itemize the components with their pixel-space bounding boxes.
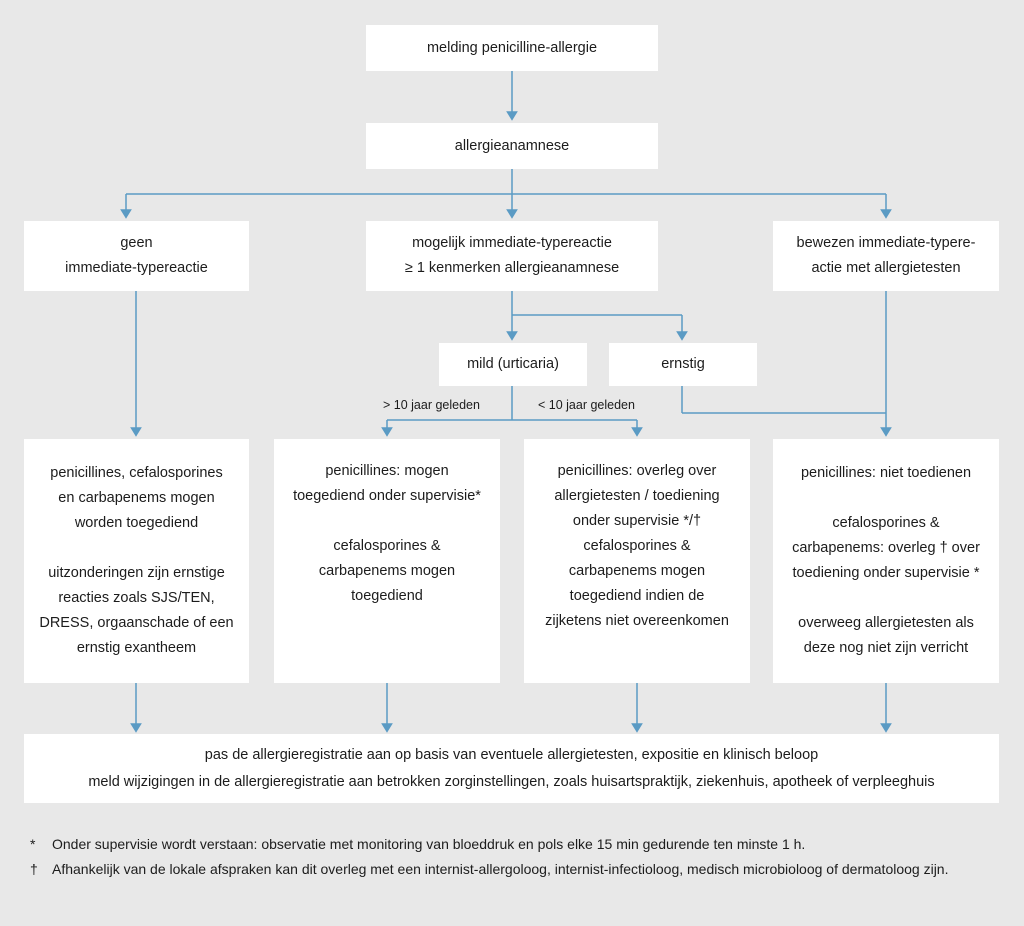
node-line: overweeg allergietesten als (798, 614, 974, 631)
node-line: immediate-typereactie (65, 260, 208, 276)
summary-line: pas de allergieregistratie aan op basis … (204, 746, 819, 763)
footnote-text: Onder supervisie wordt verstaan: observa… (52, 836, 806, 852)
footnote-text: Afhankelijk van de lokale afspraken kan … (52, 860, 949, 877)
node-line: worden toegediend (74, 515, 199, 532)
node-outcome-bewezen: penicillines: niet toedienen cefalospori… (773, 439, 999, 683)
node-line: deze nog niet zijn verricht (803, 639, 969, 656)
node-line: carbapenems mogen (568, 562, 706, 579)
edge-label-less-than-10-years: < 10 jaar geleden (538, 398, 635, 412)
node-line: ernstig exantheem (76, 639, 197, 656)
node-mild-urticaria: mild (urticaria) (439, 343, 587, 386)
node-line: penicillines: mogen (325, 463, 449, 479)
node-line: toediening onder supervisie * (792, 565, 980, 581)
node-line: reacties zoals SJS/TEN, (58, 589, 215, 606)
node-outcome-mild-recent: penicillines: overleg over allergieteste… (524, 439, 750, 683)
node-line: uitzonderingen zijn ernstige (48, 565, 225, 581)
node-line: cefalosporines & (583, 537, 691, 554)
node-line: cefalosporines & (333, 537, 441, 554)
edge-label-more-than-10-years: > 10 jaar geleden (383, 398, 480, 412)
footnote-row: † Afhankelijk van de lokale afspraken ka… (30, 858, 1000, 881)
node-geen-immediate-typereactie: geen immediate-typereactie (24, 221, 249, 291)
summary-line: meld wijzigingen in de allergieregistrat… (88, 773, 935, 790)
node-line: bewezen immediate-typere- (796, 235, 976, 252)
node-line: zijketens niet overeenkomen (545, 612, 729, 629)
node-line: cefalosporines & (832, 515, 940, 532)
node-line: carbapenems: overleg † over (792, 540, 980, 557)
node-line: geen (120, 235, 153, 252)
node-line: ernstig (661, 356, 705, 373)
node-line: mild (urticaria) (467, 356, 559, 373)
node-line: melding penicilline-allergie (426, 39, 598, 56)
node-line: en carbapenems mogen (58, 490, 215, 507)
node-line: DRESS, orgaanschade of een (39, 614, 234, 631)
node-line: ≥ 1 kenmerken allergieanamnese (404, 260, 620, 276)
footnotes: * Onder supervisie wordt verstaan: obser… (30, 833, 1000, 882)
node-line: allergieanamnese (454, 137, 570, 154)
node-line: toegediend indien de (569, 587, 705, 604)
node-mogelijk-immediate-typereactie: mogelijk immediate-typereactie ≥ 1 kenme… (366, 221, 658, 291)
node-line: penicillines, cefalosporines (50, 465, 223, 482)
node-line: actie met allergietesten (811, 260, 961, 276)
node-allergieanamnese: allergieanamnese (366, 123, 658, 169)
node-line: mogelijk immediate-typereactie (412, 235, 612, 252)
node-line: penicillines: overleg over (557, 463, 717, 479)
node-bewezen-immediate-typereactie: bewezen immediate-typere- actie met alle… (773, 221, 999, 291)
node-ernstig: ernstig (609, 343, 757, 386)
node-line: toegediend (351, 587, 423, 604)
node-line: onder supervisie */† (572, 512, 702, 529)
footnote-row: * Onder supervisie wordt verstaan: obser… (30, 833, 1000, 856)
node-outcome-mild-oud: penicillines: mogen toegediend onder sup… (274, 439, 500, 683)
node-line: penicillines: niet toedienen (800, 465, 972, 482)
footnote-marker: * (30, 836, 36, 852)
node-line: allergietesten / toediening (554, 487, 720, 504)
node-outcome-geen-immediate: penicillines, cefalosporines en carbapen… (24, 439, 249, 683)
node-summary-allergieregistratie: pas de allergieregistratie aan op basis … (24, 734, 999, 803)
footnote-marker: † (30, 860, 38, 877)
node-line: carbapenems mogen (318, 562, 456, 579)
node-line: toegediend onder supervisie* (293, 487, 481, 504)
node-melding-penicilline-allergie: melding penicilline-allergie (366, 25, 658, 71)
